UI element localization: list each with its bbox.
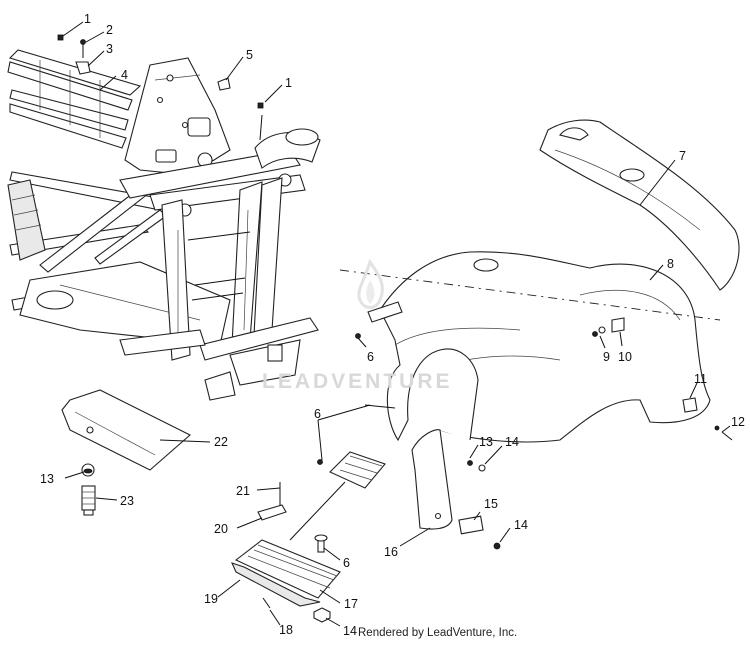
callout-4: 4	[121, 68, 128, 82]
callout-10: 10	[618, 350, 632, 364]
callout-13b: 13	[40, 472, 54, 486]
callout-16: 16	[384, 545, 398, 559]
callout-13a: 13	[479, 435, 493, 449]
mud-flap	[411, 429, 501, 550]
skid-plate	[61, 389, 191, 516]
callout-6c: 6	[343, 556, 350, 570]
callout-17: 17	[344, 597, 358, 611]
callout-6b: 6	[314, 407, 321, 421]
callout-15: 15	[484, 497, 498, 511]
fender-top-panel	[539, 119, 740, 291]
callout-18: 18	[279, 623, 293, 637]
callout-20: 20	[214, 522, 228, 536]
callout-19: 19	[204, 592, 218, 606]
callout-14c: 14	[343, 624, 357, 638]
frame-assembly	[7, 34, 321, 401]
callout-1b: 1	[285, 76, 292, 90]
callout-5: 5	[246, 48, 253, 62]
leader-lines	[62, 21, 731, 627]
callout-2: 2	[106, 23, 113, 37]
callout-1a: 1	[84, 12, 91, 26]
callout-labels: 1 2 3 4 5 1 6 7 8 9 10 11 12 6 13 14 15 …	[40, 12, 745, 638]
watermark-text: LEADVENTURE	[262, 370, 453, 393]
callout-3: 3	[106, 42, 113, 56]
callout-21: 21	[236, 484, 250, 498]
callout-12: 12	[731, 415, 745, 429]
callout-9: 9	[603, 350, 610, 364]
callout-11: 11	[694, 372, 707, 386]
callout-23: 23	[120, 494, 134, 508]
front-fender	[317, 251, 733, 465]
callout-7: 7	[679, 149, 686, 163]
callout-22: 22	[214, 435, 228, 449]
callout-14b: 14	[514, 518, 528, 532]
footer-credit: Rendered by LeadVenture, Inc.	[358, 627, 518, 639]
callout-14a: 14	[505, 435, 519, 449]
footrest-assembly	[230, 451, 386, 623]
watermark-flame-icon	[357, 258, 384, 309]
callout-6a: 6	[367, 350, 374, 364]
callout-8: 8	[667, 257, 674, 271]
